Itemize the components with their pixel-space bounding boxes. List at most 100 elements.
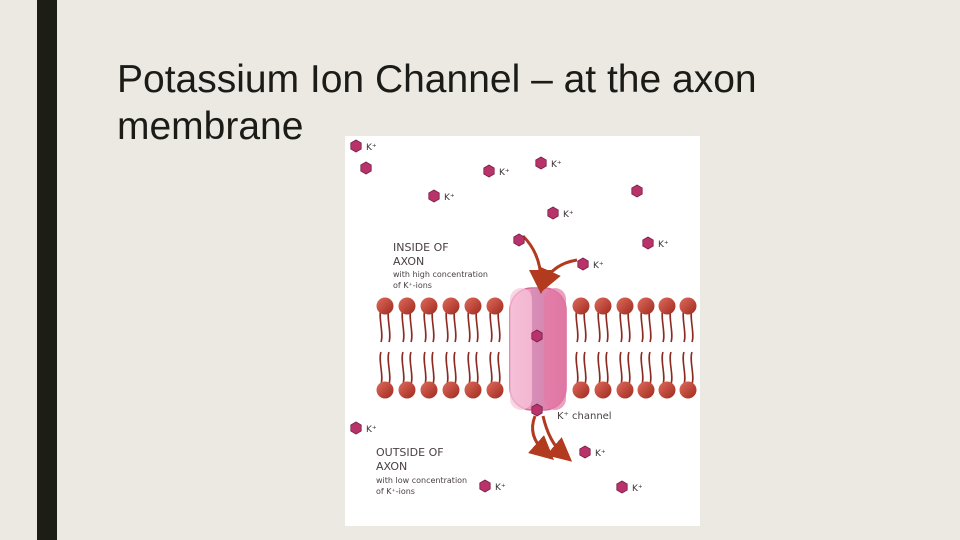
lipid-head: [572, 297, 590, 315]
lipid-tail: [690, 308, 694, 343]
lipid-head: [486, 381, 504, 399]
lipid-tail: [648, 351, 652, 385]
lipid-head: [486, 297, 504, 315]
potassium-ion: [535, 156, 547, 170]
lipid-tail: [489, 351, 493, 385]
lipid-head: [679, 297, 697, 315]
lipid-tail: [619, 308, 623, 343]
lipid-head: [637, 297, 655, 315]
inside-label-line-2: AXON: [393, 255, 424, 268]
lipid-head: [594, 381, 612, 399]
potassium-ion: [350, 421, 362, 435]
potassium-ion: [428, 189, 440, 203]
lipid-head: [398, 297, 416, 315]
lipid-tail: [682, 351, 686, 385]
ion-label: K⁺: [366, 143, 377, 153]
lipid-tail: [640, 351, 644, 385]
lipid-tail: [453, 308, 457, 343]
lipid-tail: [445, 351, 449, 385]
ion-label: K⁺: [366, 425, 377, 435]
lipid-head: [420, 381, 438, 399]
ion-label: K⁺: [595, 449, 606, 459]
lipid-tail: [401, 308, 405, 343]
lipid-tail: [475, 351, 479, 385]
potassium-ions: K⁺K⁺K⁺K⁺K⁺K⁺K⁺K⁺K⁺K⁺K⁺: [350, 139, 669, 494]
lipid-tail: [619, 351, 623, 385]
ion-channel-diagram: K⁺K⁺K⁺K⁺K⁺K⁺K⁺K⁺K⁺K⁺K⁺ INSIDE OF AXON wi…: [345, 136, 700, 526]
lipid-tail: [431, 351, 435, 385]
lipid-head: [616, 381, 634, 399]
potassium-ion: [579, 445, 591, 459]
lipid-head: [442, 381, 460, 399]
lipid-tail: [409, 351, 413, 385]
lipid-head: [658, 297, 676, 315]
lipid-head: [637, 381, 655, 399]
lipid-tail: [640, 308, 644, 343]
lipid-head: [658, 381, 676, 399]
lipid-head: [398, 381, 416, 399]
lipid-bilayer: [376, 297, 697, 399]
lipid-tail: [575, 308, 579, 343]
lipid-head: [679, 381, 697, 399]
lipid-tail: [387, 351, 391, 385]
lipid-head: [594, 297, 612, 315]
lipid-tail: [423, 308, 427, 343]
ion-label: K⁺: [658, 240, 669, 250]
lipid-tail: [467, 351, 471, 385]
lipid-head: [616, 297, 634, 315]
lipid-tail: [497, 351, 501, 385]
potassium-ion: [531, 403, 543, 417]
lipid-tail: [583, 351, 587, 385]
slide-title: Potassium Ion Channel – at the axon memb…: [117, 58, 757, 148]
lipid-tail: [627, 308, 631, 343]
lipid-head: [464, 381, 482, 399]
inside-label-line-1: INSIDE OF: [393, 241, 449, 254]
lipid-tail: [583, 308, 587, 343]
ion-label: K⁺: [499, 168, 510, 178]
lipid-tail: [597, 308, 601, 343]
lipid-tail: [605, 351, 609, 385]
lipid-tail: [648, 308, 652, 343]
outside-label-line-4: of K⁺-ions: [376, 487, 415, 496]
outside-label-line-3: with low concentration: [376, 476, 467, 485]
lipid-tail: [661, 308, 665, 343]
ion-label: K⁺: [551, 160, 562, 170]
lipid-tail: [453, 351, 457, 385]
lipid-tail: [497, 308, 501, 343]
channel-label: K⁺ channel: [557, 411, 612, 422]
lipid-tail: [401, 351, 405, 385]
inside-label-line-4: of K⁺-ions: [393, 281, 432, 290]
lipid-tail: [669, 308, 673, 343]
ion-label: K⁺: [593, 261, 604, 271]
inside-label-line-3: with high concentration: [393, 270, 488, 279]
potassium-channel: [509, 287, 567, 411]
lipid-tail: [627, 351, 631, 385]
potassium-ion: [531, 329, 543, 343]
potassium-ion: [616, 480, 628, 494]
lipid-tail: [467, 308, 471, 343]
lipid-tail: [489, 308, 493, 343]
accent-bar: [37, 0, 57, 540]
ion-label: K⁺: [444, 193, 455, 203]
lipid-head: [420, 297, 438, 315]
lipid-tail: [431, 308, 435, 343]
potassium-ion: [483, 164, 495, 178]
lipid-tail: [445, 308, 449, 343]
lipid-tail: [475, 308, 479, 343]
lipid-head: [464, 297, 482, 315]
lipid-tail: [690, 351, 694, 385]
outside-label-line-2: AXON: [376, 460, 407, 473]
potassium-ion: [547, 206, 559, 220]
ion-label: K⁺: [632, 484, 643, 494]
ion-label: K⁺: [495, 483, 506, 493]
lipid-tail: [379, 308, 383, 343]
lipid-head: [572, 381, 590, 399]
potassium-ion: [577, 257, 589, 271]
lipid-tail: [661, 351, 665, 385]
lipid-tail: [669, 351, 673, 385]
potassium-ion: [350, 139, 362, 153]
lipid-tail: [605, 308, 609, 343]
potassium-ion: [479, 479, 491, 493]
lipid-tail: [682, 308, 686, 343]
lipid-tail: [387, 308, 391, 343]
